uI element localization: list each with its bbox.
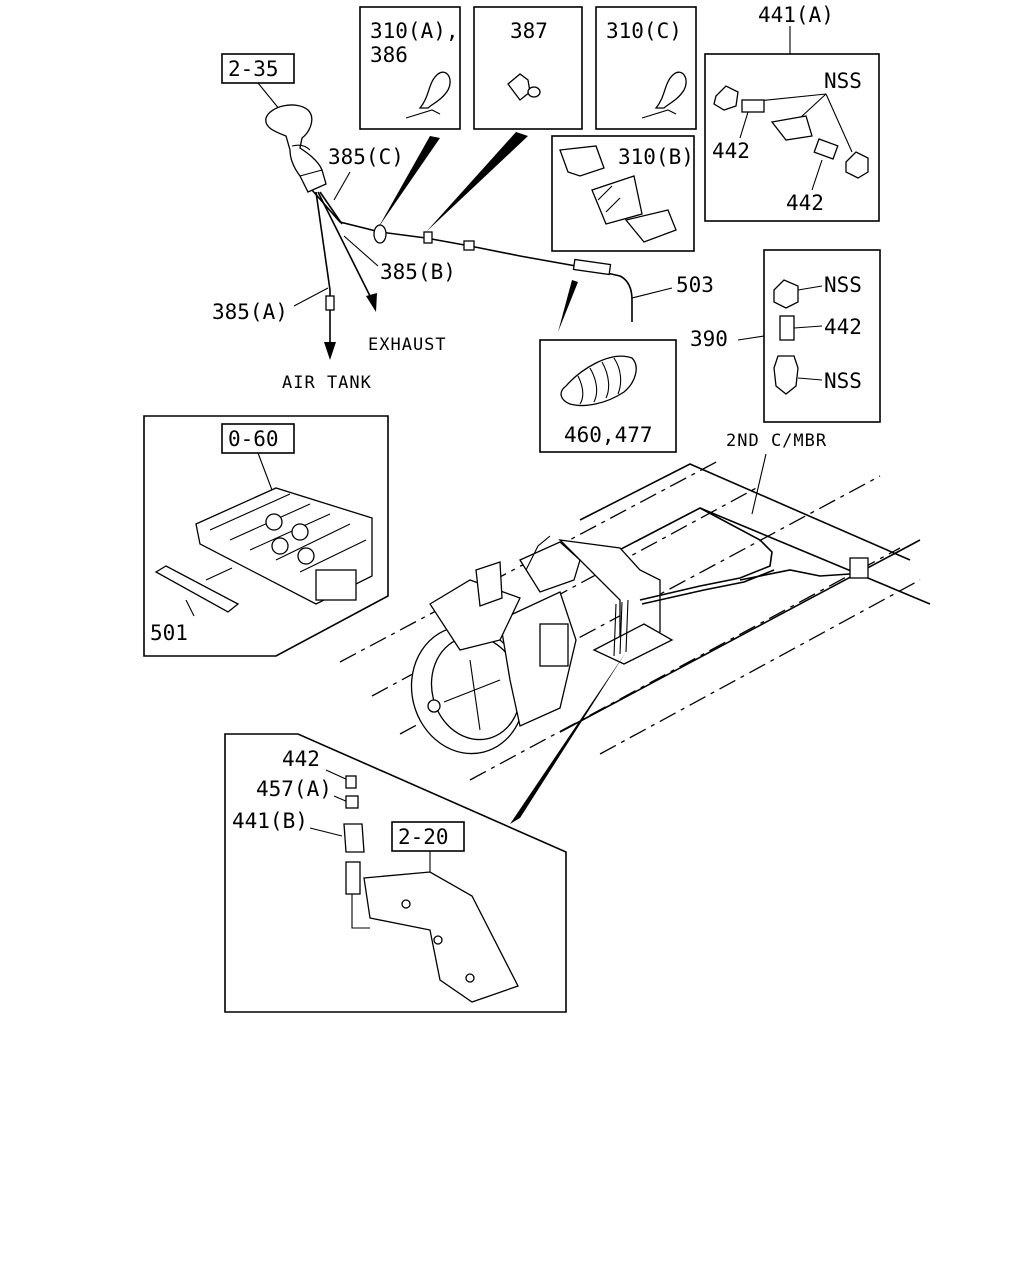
label-nss-441a: NSS — [824, 69, 862, 93]
ref-box-2-20[interactable] — [391, 821, 465, 852]
inset-310a-386: 310(A), 386 — [359, 6, 461, 130]
annotation-exhaust: EXHAUST — [368, 335, 447, 355]
label-390: 390 — [690, 327, 728, 351]
inset-0-60: 0-60 501 — [143, 415, 389, 657]
label-nss-390-top: NSS — [824, 273, 862, 297]
label-386: 386 — [370, 43, 408, 67]
label-457a: 457(A) — [256, 777, 332, 801]
inset-441a: 441(A) NSS 442 442 — [704, 3, 880, 222]
label-385a: 385(A) — [212, 300, 288, 324]
inset-310c: 310(C) — [595, 6, 697, 130]
inset-2-20: 442 457(A) 441(B) 2-20 — [224, 733, 567, 1013]
label-310a: 310(A), — [370, 19, 459, 43]
annotation-air-tank: AIR TANK — [282, 373, 372, 393]
label-441b: 441(B) — [232, 809, 308, 833]
ref-2-20[interactable]: 2-20 — [398, 825, 449, 849]
label-441a: 441(A) — [758, 3, 834, 27]
label-442-441a-left: 442 — [712, 139, 750, 163]
inset-460-477: 460,477 — [539, 339, 677, 453]
chassis-view: 2ND C/MBR — [339, 431, 931, 781]
ref-0-60[interactable]: 0-60 — [228, 427, 279, 451]
label-442-bottom: 442 — [282, 747, 320, 771]
annotation-2nd-cmbr: 2ND C/MBR — [726, 431, 827, 451]
label-501: 501 — [150, 621, 188, 645]
label-310c: 310(C) — [606, 19, 682, 43]
inset-390: 390 NSS 442 NSS — [690, 249, 881, 423]
label-nss-390-bottom: NSS — [824, 369, 862, 393]
inset-387: 387 — [473, 6, 583, 130]
ref-2-35[interactable]: 2-35 — [228, 57, 279, 81]
inset-310b: 310(B) — [551, 135, 695, 252]
label-387: 387 — [510, 19, 548, 43]
label-310b: 310(B) — [618, 145, 694, 169]
label-385c: 385(C) — [328, 145, 404, 169]
label-442-441a-right: 442 — [786, 191, 824, 215]
label-503: 503 — [676, 273, 714, 297]
label-460-477: 460,477 — [564, 423, 653, 447]
label-385b: 385(B) — [380, 260, 456, 284]
label-442-390: 442 — [824, 315, 862, 339]
